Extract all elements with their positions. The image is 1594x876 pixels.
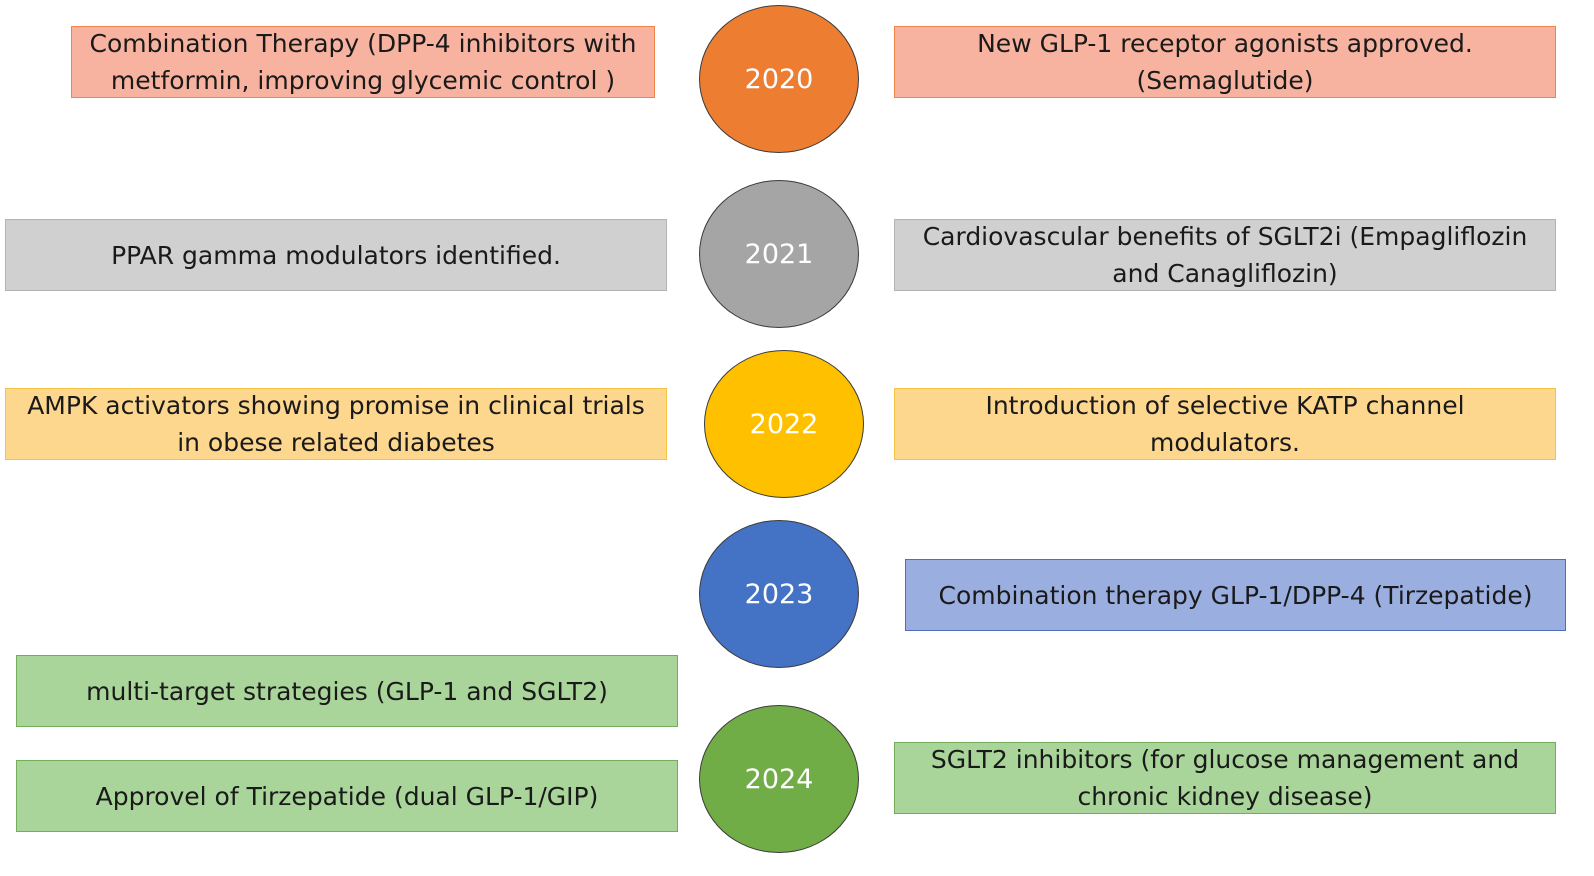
- event-2024-right: SGLT2 inhibitors (for glucose management…: [894, 742, 1556, 814]
- year-label-2021: 2021: [744, 238, 814, 270]
- year-label-2023: 2023: [744, 578, 814, 610]
- event-2024-left-bottom-text: Approvel of Tirzepatide (dual GLP-1/GIP): [95, 781, 599, 811]
- event-2023-right: Combination therapy GLP-1/DPP-4 (Tirzepa…: [905, 559, 1566, 631]
- event-2020-left-text: Combination Therapy (DPP-4 inhibitors wi…: [89, 29, 637, 95]
- event-2024-left-top-text: multi-target strategies (GLP-1 and SGLT2…: [86, 676, 608, 706]
- year-node-2020: 2020: [699, 5, 859, 153]
- event-2024-left-bottom: Approvel of Tirzepatide (dual GLP-1/GIP): [16, 760, 678, 832]
- event-2021-left: PPAR gamma modulators identified.: [5, 219, 667, 291]
- event-2023-right-text: Combination therapy GLP-1/DPP-4 (Tirzepa…: [938, 580, 1533, 610]
- year-label-2020: 2020: [744, 63, 814, 95]
- event-2022-right-text: Introduction of selective KATP channel m…: [985, 391, 1465, 457]
- year-node-2023: 2023: [699, 520, 859, 668]
- year-label-2022: 2022: [749, 408, 819, 440]
- event-2024-left-top: multi-target strategies (GLP-1 and SGLT2…: [16, 655, 678, 727]
- event-2022-right: Introduction of selective KATP channel m…: [894, 388, 1556, 460]
- event-2021-left-text: PPAR gamma modulators identified.: [111, 240, 561, 270]
- event-2022-left: AMPK activators showing promise in clini…: [5, 388, 667, 460]
- event-2022-left-text: AMPK activators showing promise in clini…: [27, 391, 645, 457]
- year-node-2021: 2021: [699, 180, 859, 328]
- event-2020-left: Combination Therapy (DPP-4 inhibitors wi…: [71, 26, 655, 98]
- event-2020-right-text: New GLP-1 receptor agonists approved. (S…: [977, 29, 1473, 95]
- year-label-2024: 2024: [744, 763, 814, 795]
- event-2020-right: New GLP-1 receptor agonists approved. (S…: [894, 26, 1556, 98]
- year-node-2022: 2022: [704, 350, 864, 498]
- year-node-2024: 2024: [699, 705, 859, 853]
- event-2021-right: Cardiovascular benefits of SGLT2i (Empag…: [894, 219, 1556, 291]
- event-2024-right-text: SGLT2 inhibitors (for glucose management…: [930, 745, 1520, 811]
- event-2021-right-text: Cardiovascular benefits of SGLT2i (Empag…: [922, 222, 1528, 288]
